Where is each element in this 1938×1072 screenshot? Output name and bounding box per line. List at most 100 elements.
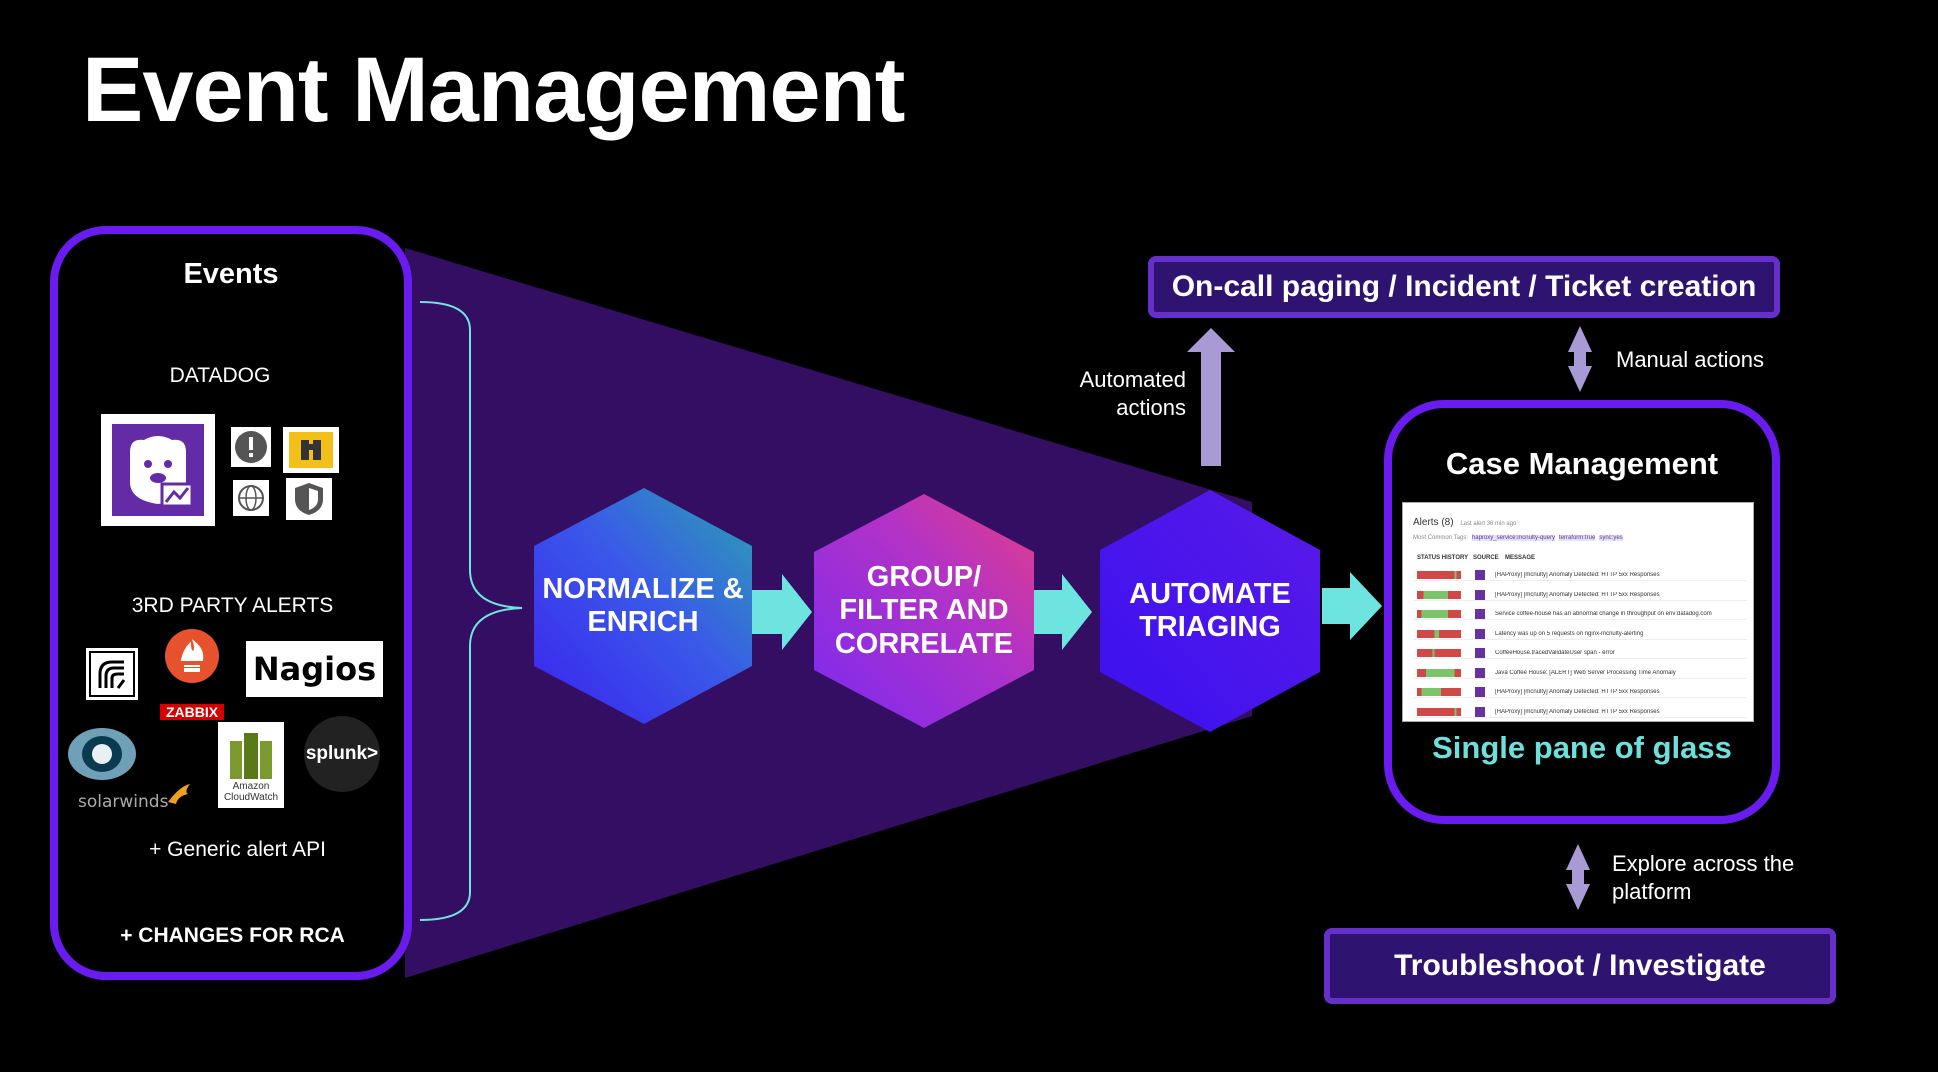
nagios-logo: Nagios [246,641,383,697]
explore-arrow [1566,844,1590,910]
status-history-bar [1417,688,1461,696]
triage-hexagon [1100,490,1320,732]
status-history-bar [1417,571,1461,579]
automated-actions-arrow [1187,328,1235,466]
arrow-group-to-triage [1034,574,1092,650]
datadog-logo-icon [101,414,215,526]
group-hexagon [814,494,1034,728]
group-line1: GROUP/ [866,560,982,593]
alerts-tags: Most Common Tags: haproxy_service:mcnult… [1413,535,1623,541]
nagios-logo-text: Nagios [252,650,377,688]
status-history-bar [1417,629,1461,638]
alerts-last: Last alert 36 min ago [1460,521,1517,527]
events-bracket [419,301,523,921]
alert-message[interactable]: Java Coffee House: [ALERT] Web Server Pr… [1495,669,1676,676]
normalize-line2: ENRICH [587,606,699,638]
explore-line1: Explore across the [1612,851,1795,876]
splunk-logo-text: splunk> [305,743,379,764]
alert-message[interactable]: [HAProxy] [mcnulty] Anomaly Detected: HT… [1495,708,1660,715]
triage-line1: AUTOMATE [1129,577,1291,610]
table-row[interactable]: Service coffee-house has an abnormal cha… [1417,608,1745,620]
prometheus-icon [164,628,220,684]
source-icon [1475,667,1485,678]
table-row[interactable]: Latency was up on 5 requests on nginx-mc… [1417,628,1745,640]
normalize-line1: NORMALIZE & [542,572,744,605]
arrow-triage-to-case [1322,572,1382,640]
alert-exclamation-icon [231,427,271,467]
automated-actions-line1: Automated [1079,367,1186,392]
table-row[interactable]: [HAProxy] [mcnulty] Anomaly Detected: HT… [1417,569,1745,581]
source-icon [1475,648,1485,658]
generic-api-label: + Generic alert API [149,838,326,861]
status-history-bar [1417,668,1461,677]
explore-label: Explore across the platform [1612,850,1794,905]
row-divider [1413,638,1747,640]
tag-chip[interactable]: sync:yes [1599,535,1623,541]
table-row[interactable]: CoffeeHouse.tracedValidateUser span - er… [1417,647,1745,659]
status-history-bar [1417,649,1461,657]
source-icon [1475,706,1485,717]
alert-message[interactable]: Service coffee-house has an abnormal cha… [1495,611,1712,617]
status-history-bar [1417,590,1461,599]
page-title: Event Management [82,39,905,141]
source-icon [1475,589,1485,600]
table-row[interactable]: [HAProxy] [mcnulty] Anomaly Detected: HT… [1417,706,1745,718]
solarwinds-eye-icon [66,726,138,782]
single-pane-subtitle: Single pane of glass [1432,730,1732,765]
alert-message[interactable]: [HAProxy] [mcnulty] Anomaly Detected: HT… [1495,689,1660,695]
alert-message[interactable]: CoffeeHouse.tracedValidateUser span - er… [1495,650,1615,656]
alerts-count: Alerts (8) [1413,517,1454,528]
row-divider [1413,599,1747,601]
source-icon [1475,570,1485,580]
oncall-paging-box: On-call paging / Incident / Ticket creat… [1148,256,1780,318]
globe-network-icon [233,480,269,516]
row-divider [1413,619,1747,620]
row-divider [1413,677,1747,679]
alert-message[interactable]: [HAProxy] [mcnulty] Anomaly Detected: HT… [1495,591,1660,598]
manual-actions-label: Manual actions [1616,347,1764,372]
troubleshoot-investigate-box: Troubleshoot / Investigate [1324,928,1836,1004]
alerts-panel: Alerts (8) Last alert 36 min ago Most Co… [1402,502,1754,722]
status-history-bar [1417,610,1461,618]
solarwinds-logo-text: solarwinds [78,792,169,812]
events-title: Events [183,258,279,290]
splunk-logo: splunk> [304,716,380,792]
col-source: SOURCE [1473,555,1499,561]
col-message: MESSAGE [1505,555,1536,561]
row-divider [1413,580,1747,581]
table-row[interactable]: Java Coffee House: [ALERT] Web Server Pr… [1417,667,1745,679]
manual-actions-arrow [1568,326,1592,392]
source-icon [1475,609,1485,619]
alerts-header: Alerts (8) Last alert 36 min ago [1413,517,1516,528]
third-party-label: 3RD PARTY ALERTS [131,594,334,617]
binoculars-icon [283,427,339,473]
cloudwatch-logo: Amazon CloudWatch [218,722,284,808]
arrow-normalize-to-group [752,574,812,650]
row-divider [1413,697,1747,698]
case-management-title: Case Management [1445,446,1719,481]
group-line2: FILTER AND [839,594,1009,627]
changes-for-rca-label: + CHANGES FOR RCA [120,924,345,947]
tag-chip[interactable]: haproxy_service:mcnulty-query [1471,535,1555,541]
tags-label: Most Common Tags: [1413,535,1468,541]
table-row[interactable]: [HAProxy] [mcnulty] Anomaly Detected: HT… [1417,686,1745,698]
zabbix-logo: ZABBIX [160,704,224,720]
col-status-history: STATUS HISTORY [1417,555,1469,561]
alert-message[interactable]: Latency was up on 5 requests on nginx-mc… [1495,630,1644,637]
datadog-label: DATADOG [169,364,271,387]
cloudwatch-icon [230,733,272,779]
tag-chip[interactable]: terraform:true [1558,535,1596,541]
row-divider [1413,658,1747,659]
alerts-table-header: STATUS HISTORY SOURCE MESSAGE [1417,555,1535,561]
status-history-bar [1417,707,1461,716]
table-row[interactable]: [HAProxy] [mcnulty] Anomaly Detected: HT… [1417,589,1745,601]
normalize-enrich-step: NORMALIZE &ENRICH [534,546,752,666]
alert-message[interactable]: [HAProxy] [mcnulty] Anomaly Detected: HT… [1495,572,1660,578]
source-icon [1475,628,1485,639]
shield-icon [286,478,332,520]
cloudwatch-line1: Amazon [232,781,270,792]
automated-actions-label: Automated actions [1040,366,1186,421]
